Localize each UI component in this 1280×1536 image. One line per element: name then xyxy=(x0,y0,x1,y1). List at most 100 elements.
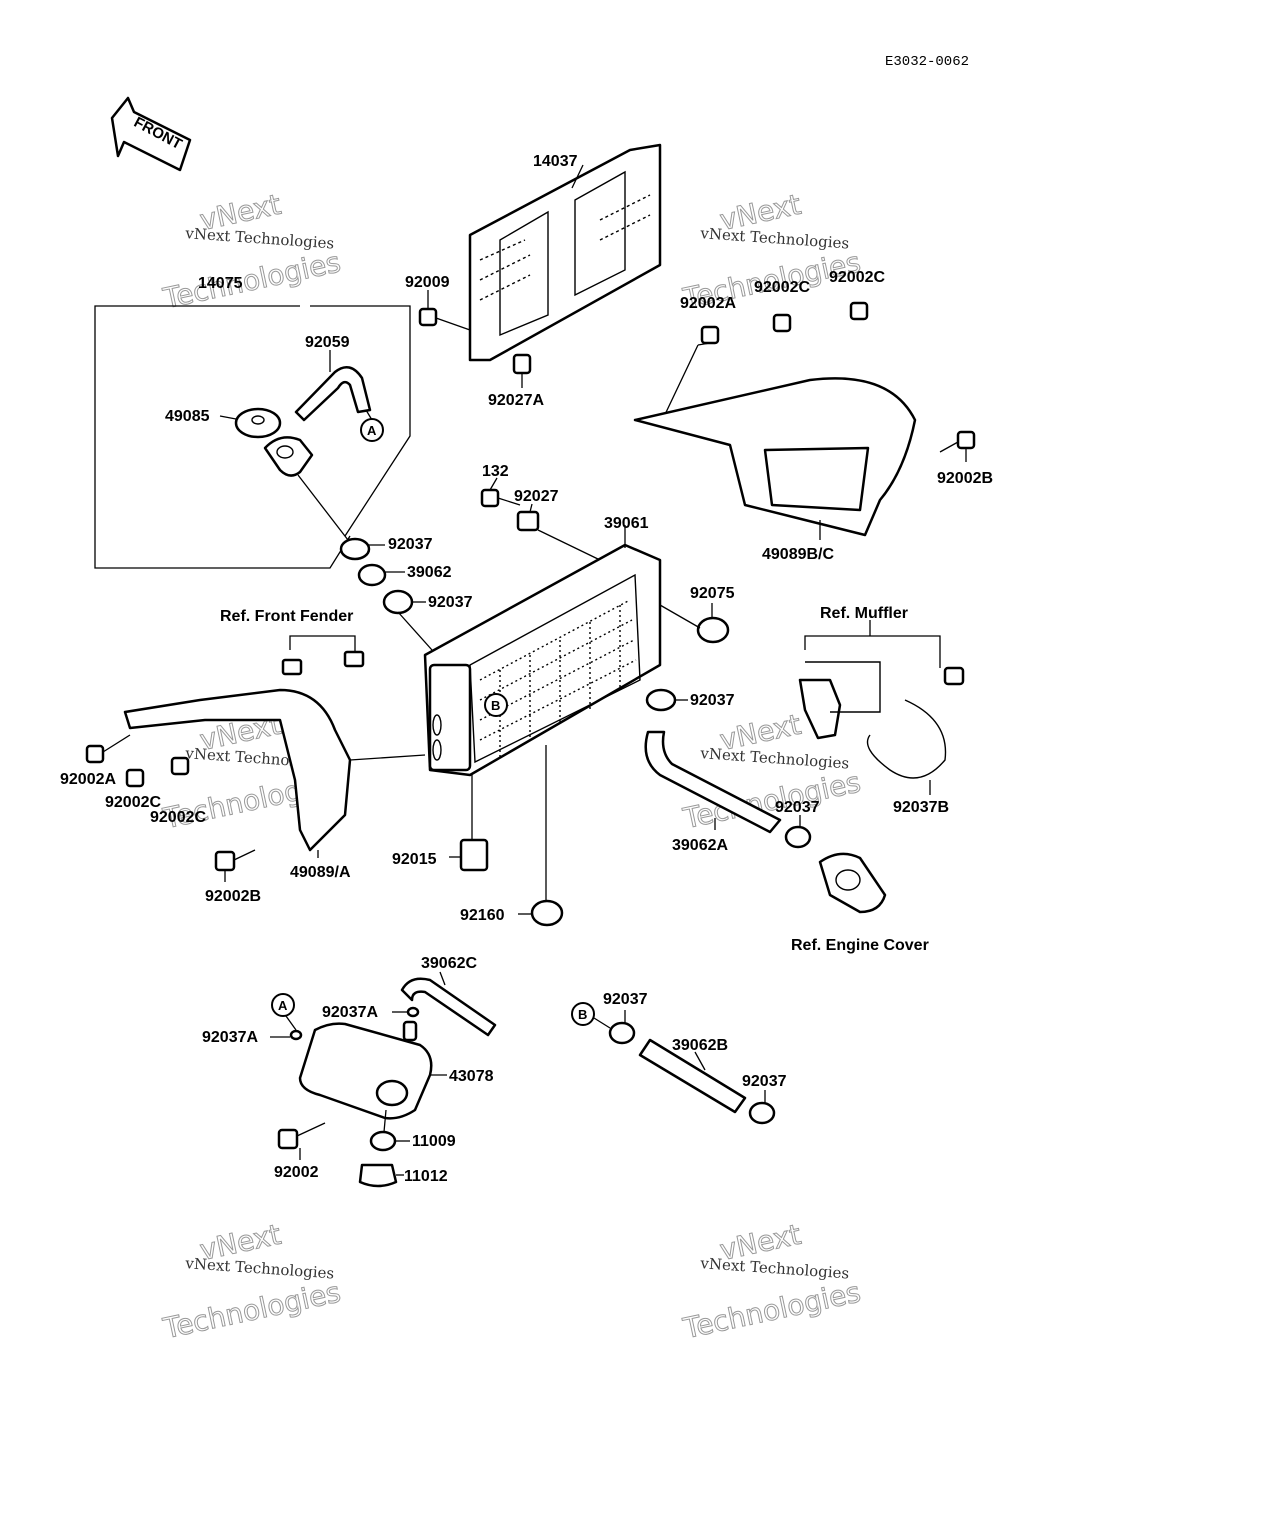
hose-39062B xyxy=(638,1038,747,1114)
seal-11009 xyxy=(369,1109,410,1152)
watermark-bottom-right: vNext vNext Technologies Technologies xyxy=(679,1217,864,1346)
radiator-cap-49085 xyxy=(219,407,282,439)
reservoir-tank-43078 xyxy=(298,1020,447,1120)
label-92037-d: 92037 xyxy=(775,799,820,816)
watermark-bottom-left: vNext vNext Technologies Technologies xyxy=(159,1217,344,1346)
clamp-92037A-right xyxy=(392,1006,420,1018)
label-92037-b: 92037 xyxy=(428,594,473,611)
ref-front-fender: Ref. Front Fender xyxy=(220,608,353,625)
bolt-92002C-top2 xyxy=(849,301,869,321)
svg-text:Technologies: Technologies xyxy=(160,1275,344,1345)
label-92015: 92015 xyxy=(392,851,437,868)
callout-A-bottom: A xyxy=(271,993,297,1031)
svg-text:vNext Technologies: vNext Technologies xyxy=(699,744,850,772)
clip-92015 xyxy=(449,773,489,872)
label-92002C-top2: 92002C xyxy=(829,269,885,286)
bolt-132 xyxy=(480,477,521,508)
label-92075: 92075 xyxy=(690,585,735,602)
label-92037B: 92037B xyxy=(893,799,949,816)
hose-39062 xyxy=(357,563,405,587)
filler-neck xyxy=(263,436,349,541)
bolt-92009 xyxy=(418,290,471,331)
label-92002A-top: 92002A xyxy=(680,295,736,312)
label-39062B: 39062B xyxy=(672,1037,728,1054)
label-92037-c: 92037 xyxy=(690,692,735,709)
callout-A-top: A xyxy=(360,418,384,442)
label-92027A: 92027A xyxy=(488,392,544,409)
label-92037-f: 92037 xyxy=(742,1073,787,1090)
label-92002B-right: 92002B xyxy=(937,470,993,487)
label-92009: 92009 xyxy=(405,274,450,291)
clamp-92037-upper xyxy=(339,537,385,561)
label-39061: 39061 xyxy=(604,515,649,532)
hose-39062C xyxy=(400,971,497,1037)
callout-B-bottom: B xyxy=(571,1002,611,1029)
svg-text:vNext Technologies: vNext Technologies xyxy=(184,224,335,252)
collar-92027 xyxy=(516,503,601,561)
svg-text:A: A xyxy=(367,423,377,438)
label-39062A: 39062A xyxy=(672,837,728,854)
clamp-92037-e xyxy=(608,1010,636,1045)
label-92037-a: 92037 xyxy=(388,536,433,553)
label-92059: 92059 xyxy=(305,334,350,351)
svg-text:vNext Technologies: vNext Technologies xyxy=(184,1254,335,1282)
label-92027: 92027 xyxy=(514,488,559,505)
svg-text:vNext Technologies: vNext Technologies xyxy=(699,1254,850,1282)
label-43078: 43078 xyxy=(449,1068,494,1085)
radiator-39061 xyxy=(423,525,662,777)
bolt-92002C-left1 xyxy=(125,768,145,788)
front-fender-bracket xyxy=(281,635,365,676)
watermark-top-left: vNext vNext Technologies Technologies xyxy=(159,187,344,316)
label-14075: 14075 xyxy=(198,275,243,292)
label-132: 132 xyxy=(482,463,509,480)
cap-11012 xyxy=(358,1163,404,1188)
label-92002C-left2: 92002C xyxy=(150,809,206,826)
svg-text:A: A xyxy=(278,998,288,1013)
svg-text:B: B xyxy=(578,1007,587,1022)
hose-39062A xyxy=(644,730,782,834)
label-49085: 49085 xyxy=(165,408,210,425)
bolt-92002B-left xyxy=(214,849,256,882)
bolt-92002 xyxy=(277,1122,326,1160)
label-14037: 14037 xyxy=(533,153,578,170)
svg-text:Technologies: Technologies xyxy=(160,245,344,315)
assembly-group-14075 xyxy=(94,305,411,569)
label-49089A: 49089/A xyxy=(290,864,351,881)
label-92037-e: 92037 xyxy=(603,991,648,1008)
bolt-92002C-left2 xyxy=(170,756,190,776)
ref-engine-cover: Ref. Engine Cover xyxy=(791,937,929,954)
clamp-92037-lower xyxy=(382,589,433,651)
clamp-92037A-left xyxy=(270,1029,303,1041)
shroud-49089BC xyxy=(633,377,917,540)
collar-92027A xyxy=(512,353,532,388)
clamp-92037-d xyxy=(784,815,812,849)
label-92002B-left: 92002B xyxy=(205,888,261,905)
front-arrow-icon: FRONT xyxy=(110,96,192,172)
hose-92059 xyxy=(294,350,373,422)
callout-B-radiator: B xyxy=(484,693,508,717)
muffler-bracket xyxy=(798,620,965,795)
radiator-screen-14037 xyxy=(468,143,662,362)
label-92002C-top1: 92002C xyxy=(754,279,810,296)
svg-text:vNext Technologies: vNext Technologies xyxy=(699,224,850,252)
label-92037A-1: 92037A xyxy=(202,1029,258,1046)
label-11012: 11012 xyxy=(404,1168,448,1185)
shroud-49089A xyxy=(123,688,426,858)
label-39062: 39062 xyxy=(407,564,452,581)
label-39062C: 39062C xyxy=(421,955,477,972)
label-92037A-2: 92037A xyxy=(322,1004,378,1021)
svg-text:B: B xyxy=(491,698,500,713)
label-92002A-left: 92002A xyxy=(60,771,116,788)
label-92160: 92160 xyxy=(460,907,505,924)
bolt-92002A-left xyxy=(85,734,131,764)
engine-cover-fitting xyxy=(818,852,887,914)
grommet-92160 xyxy=(518,745,564,927)
label-92002: 92002 xyxy=(274,1164,319,1181)
diagram-code: E3032-0062 xyxy=(885,54,969,70)
label-11009: 11009 xyxy=(412,1133,456,1150)
grommet-92075 xyxy=(659,603,730,644)
bolt-92002B-right xyxy=(939,430,976,462)
label-92002C-left1: 92002C xyxy=(105,794,161,811)
svg-text:Technologies: Technologies xyxy=(680,1275,864,1345)
